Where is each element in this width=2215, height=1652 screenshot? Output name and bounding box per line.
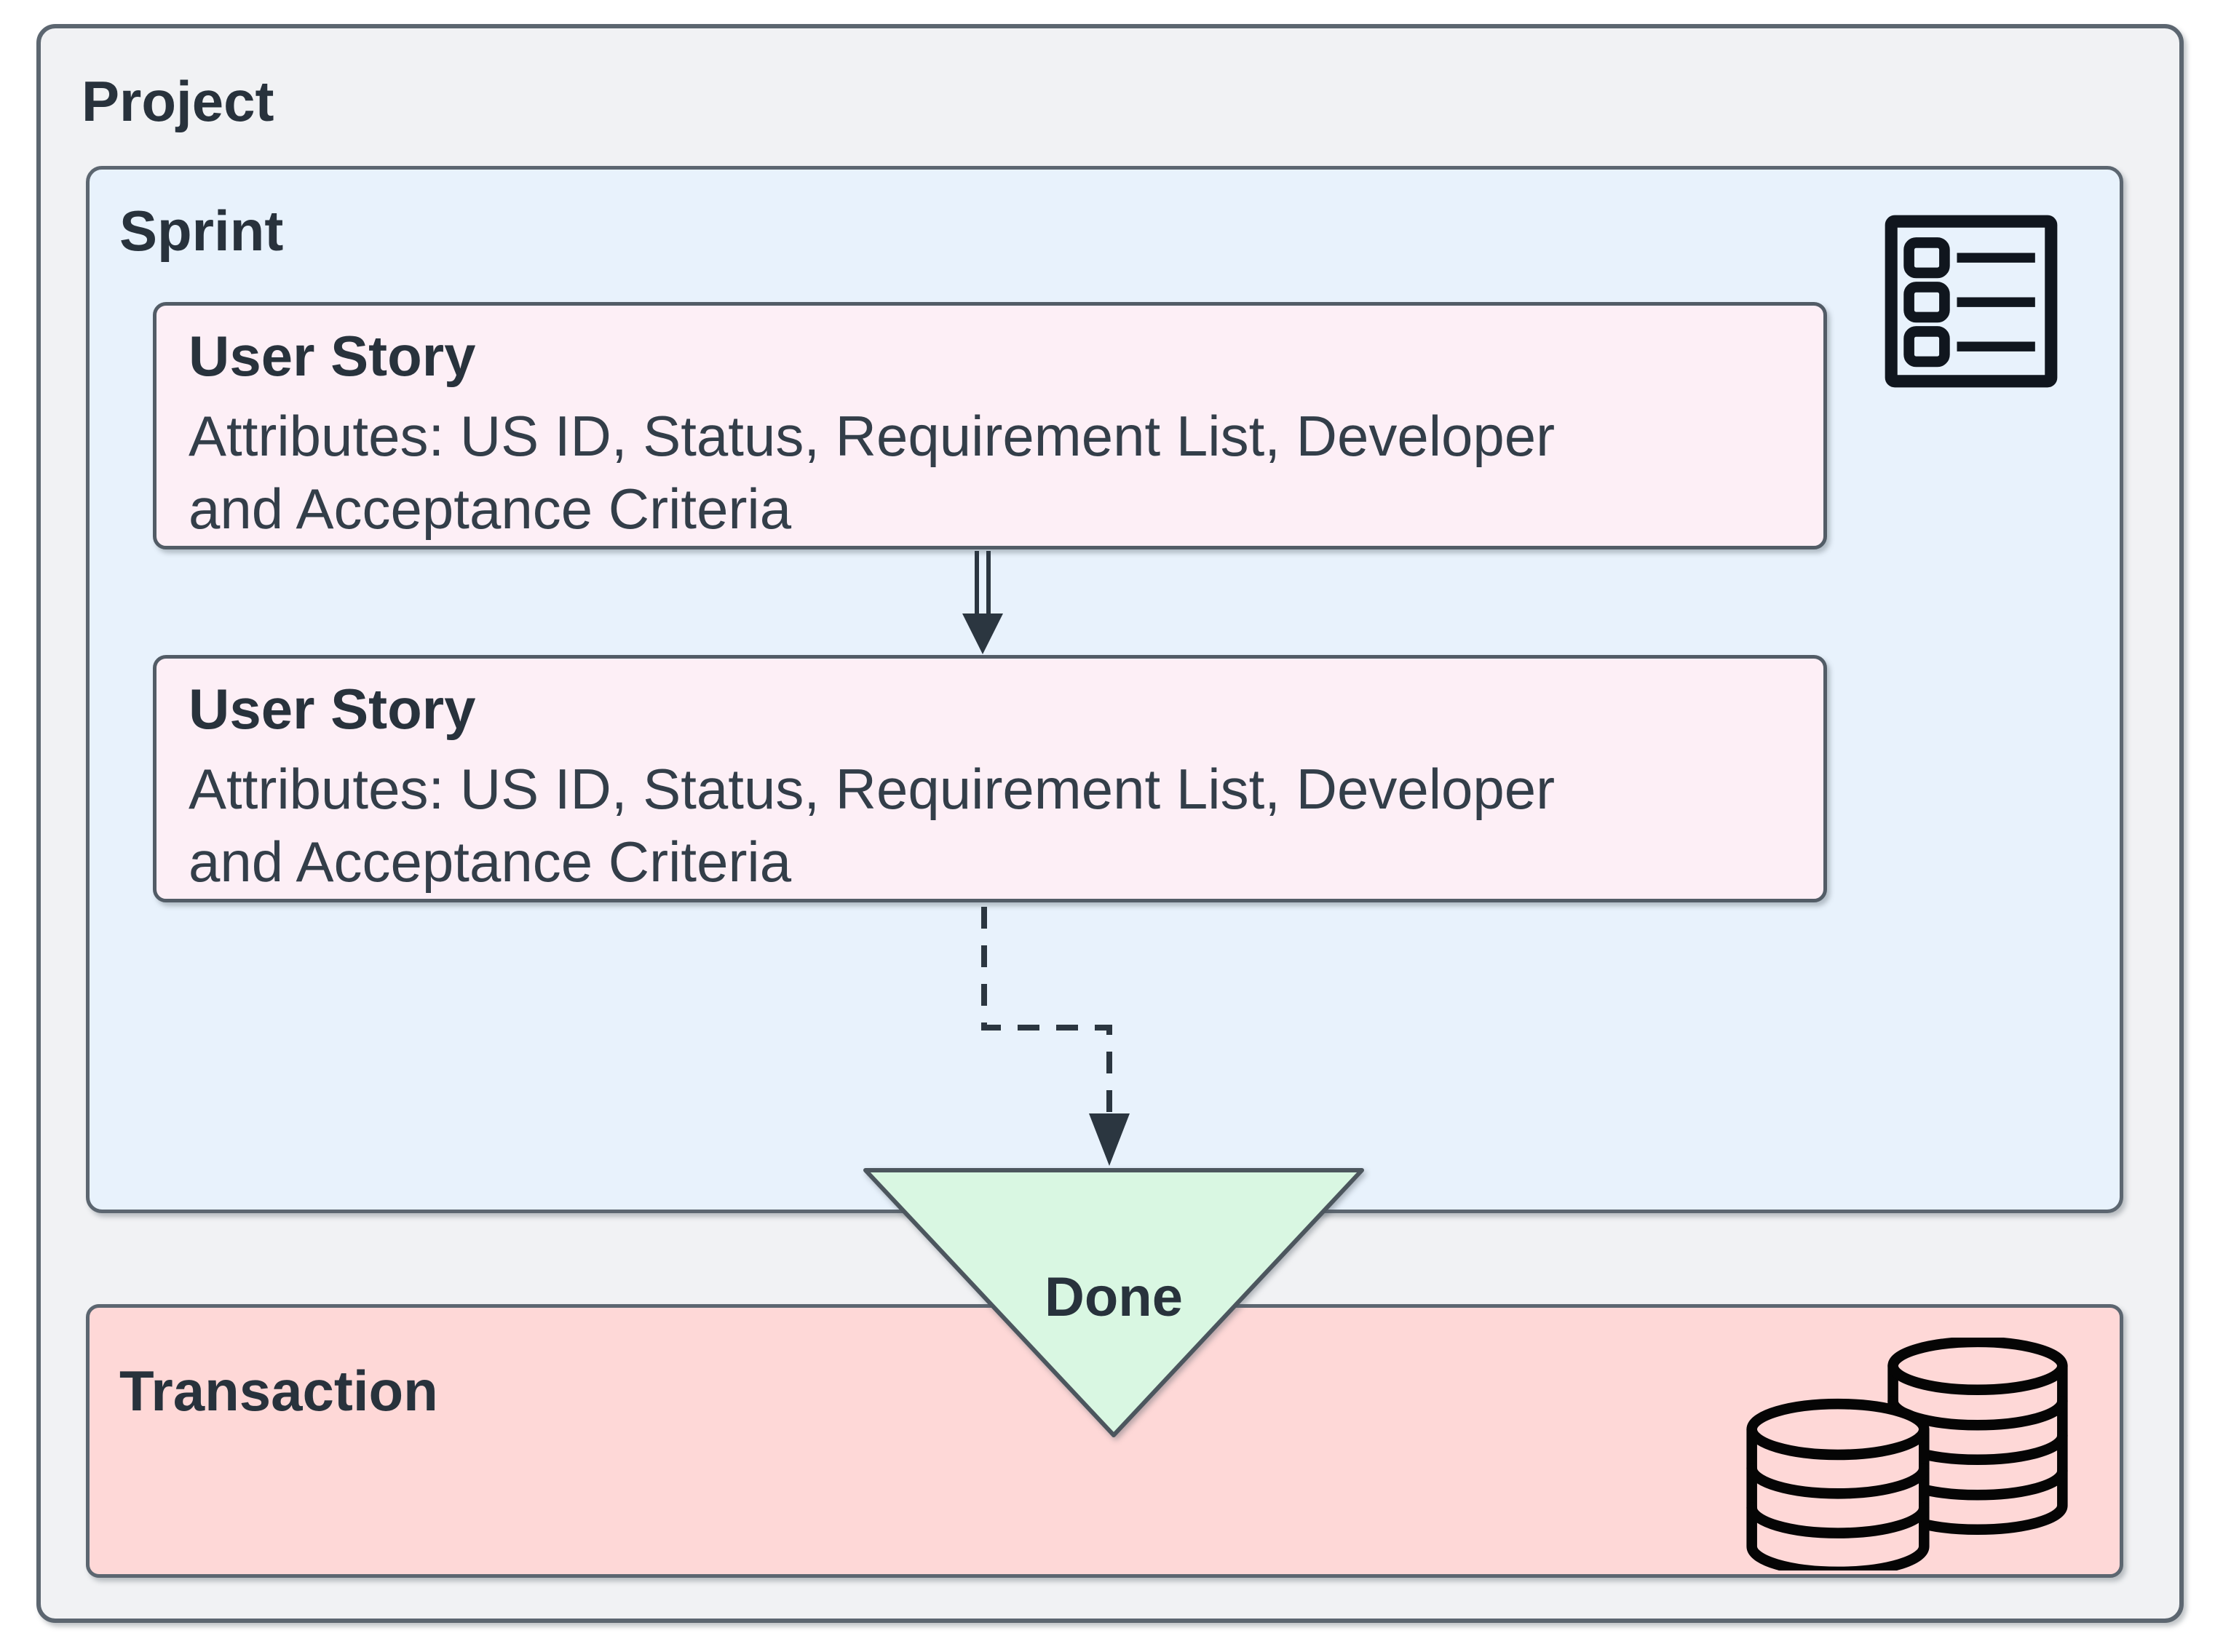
done-triangle: Done	[861, 1167, 1366, 1440]
done-triangle-shape	[863, 1168, 1364, 1437]
realization-double-line-arrow-icon	[962, 551, 1003, 654]
user-story-1-attributes: Attributes: US ID, Status, Requirement L…	[189, 404, 1556, 541]
user-story-2-attributes: Attributes: US ID, Status, Requirement L…	[189, 757, 1556, 894]
coins-icon	[1746, 1338, 2068, 1570]
user-story-1-title: User Story	[189, 324, 476, 388]
done-label: Done	[1045, 1266, 1183, 1328]
transaction-label: Transaction	[119, 1359, 438, 1423]
sprint-label: Sprint	[119, 199, 284, 263]
dashed-dependency-arrow-icon	[981, 907, 1130, 1166]
checklist-icon	[1885, 215, 2058, 388]
project-label: Project	[82, 69, 274, 133]
user-story-2-box: User Story Attributes: US ID, Status, Re…	[153, 655, 1827, 902]
user-story-2-title: User Story	[189, 677, 476, 741]
user-story-1-box: User Story Attributes: US ID, Status, Re…	[153, 302, 1827, 549]
